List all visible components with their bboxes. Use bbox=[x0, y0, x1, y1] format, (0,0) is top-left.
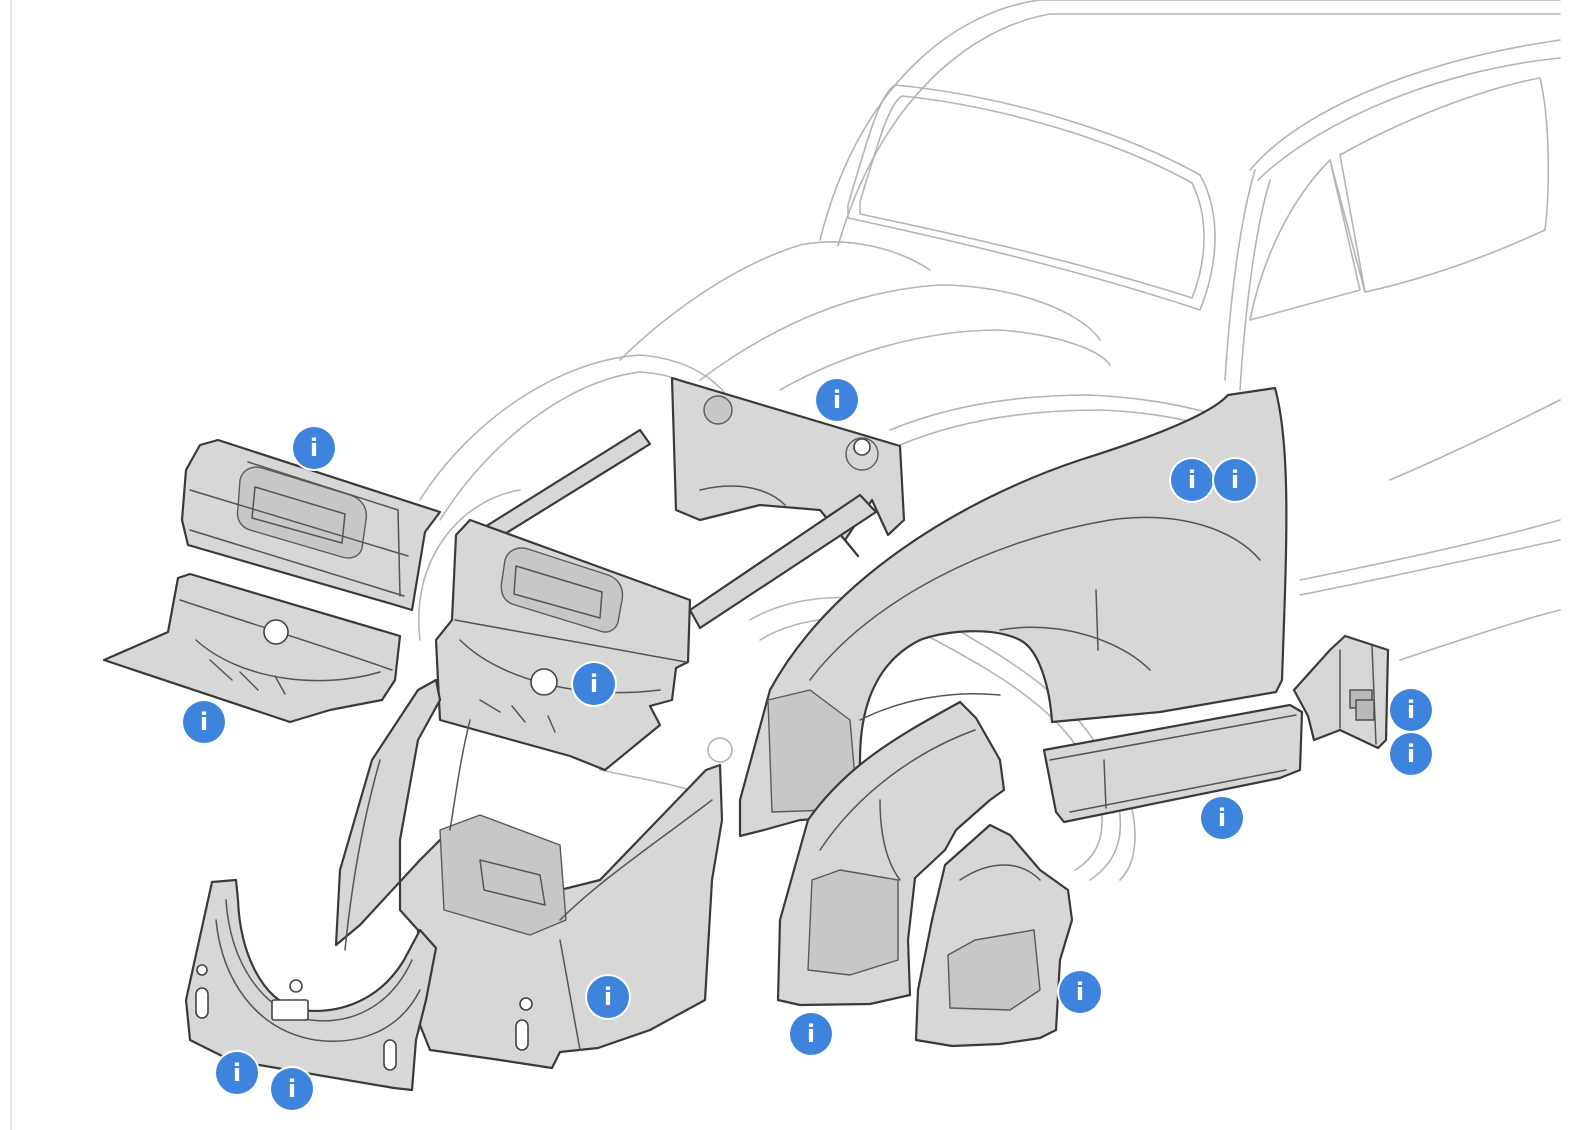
left-border bbox=[10, 0, 12, 1130]
info-hotspot-engine-bay-assembly[interactable]: i bbox=[587, 976, 629, 1018]
b-pillar-part bbox=[1292, 634, 1390, 750]
inner-quarter-small-part bbox=[914, 823, 1074, 1048]
rear-apron-upper-panel bbox=[180, 438, 442, 612]
rear-apron-assembly-part bbox=[434, 428, 878, 772]
info-hotspot-b-pillar-b[interactable]: i bbox=[1390, 733, 1432, 775]
rear-apron-lower-panel bbox=[102, 572, 402, 724]
heater-channel-part bbox=[1042, 703, 1304, 824]
firewall-panel-part bbox=[670, 376, 906, 558]
info-hotspot-rear-apron-assembly[interactable]: i bbox=[573, 663, 615, 705]
info-hotspot-heater-channel[interactable]: i bbox=[1201, 797, 1243, 839]
info-hotspot-inner-quarter-large[interactable]: i bbox=[790, 1013, 832, 1055]
wheel-arch-left-part bbox=[184, 878, 438, 1092]
info-hotspot-wheel-arch-left-b[interactable]: i bbox=[271, 1068, 313, 1110]
info-hotspot-wheel-arch-left-a[interactable]: i bbox=[216, 1052, 258, 1094]
rear-fender-part bbox=[738, 386, 1288, 838]
inner-quarter-large-part bbox=[776, 700, 1006, 1007]
info-hotspot-inner-quarter-small[interactable]: i bbox=[1059, 971, 1101, 1013]
info-hotspot-b-pillar-a[interactable]: i bbox=[1390, 689, 1432, 731]
info-hotspot-rear-apron-upper[interactable]: i bbox=[293, 427, 335, 469]
info-hotspot-rear-fender-a[interactable]: i bbox=[1171, 459, 1213, 501]
info-hotspot-firewall-panel[interactable]: i bbox=[816, 379, 858, 421]
info-hotspot-rear-apron-lower[interactable]: i bbox=[183, 701, 225, 743]
info-hotspot-rear-fender-b[interactable]: i bbox=[1214, 459, 1256, 501]
